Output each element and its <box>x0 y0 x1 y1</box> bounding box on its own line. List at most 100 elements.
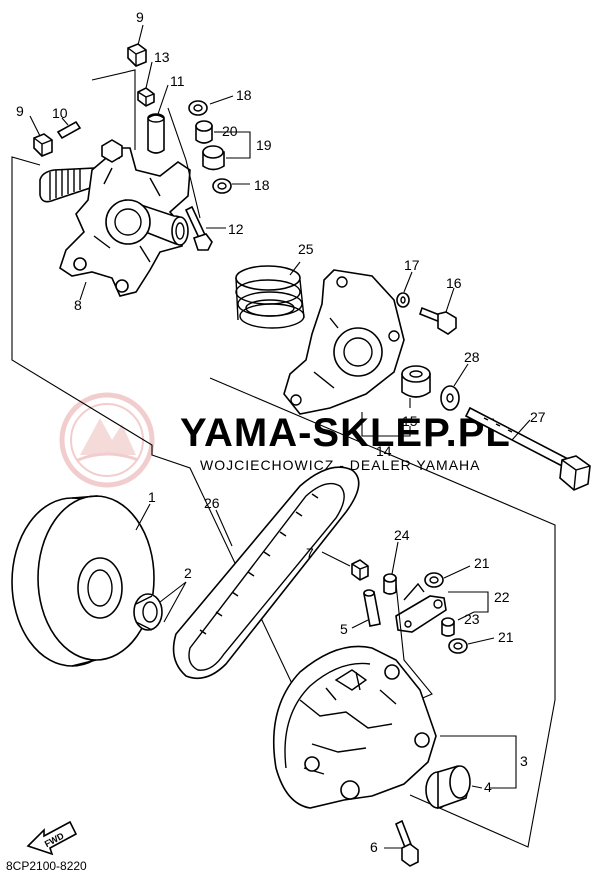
part-21-lower-collar <box>448 638 468 654</box>
part-3-clutch-housing <box>273 645 437 809</box>
leader-10 <box>61 117 69 126</box>
part-9-upper-clip <box>127 43 147 67</box>
leader-28 <box>453 363 469 387</box>
leader-7 <box>321 551 351 567</box>
leader-25 <box>289 261 301 276</box>
callout-21b: 21 <box>498 629 514 645</box>
part-17-washer <box>396 292 410 308</box>
callout-13: 13 <box>154 49 170 65</box>
callout-12: 12 <box>228 221 244 237</box>
part-18-upper-washer <box>188 100 208 116</box>
part-16-bolt <box>419 306 457 335</box>
leader-26 <box>215 509 233 547</box>
watermark: YAMA-SKLEP.PL WOJCIECHOWICZ - DEALER YAM… <box>59 392 511 488</box>
leader-12-group <box>167 107 201 219</box>
leader-4 <box>471 785 483 789</box>
leader-8 <box>79 281 87 301</box>
part-8-housing <box>39 139 191 297</box>
part-28-washer <box>440 385 460 411</box>
watermark-subtitle: WOJCIECHOWICZ - DEALER YAMAHA <box>200 457 481 473</box>
watermark-logo <box>59 392 155 488</box>
leader-21a <box>443 565 471 579</box>
part-4-bushing <box>425 765 471 810</box>
leader-16 <box>445 287 455 313</box>
part-10-pin <box>56 120 82 140</box>
leader-13 <box>145 61 153 89</box>
part-11-collar <box>147 113 165 154</box>
part-1-sheave <box>11 495 155 667</box>
leader-2 <box>159 581 187 623</box>
assembly-outline-upper <box>91 69 136 150</box>
callout-27: 27 <box>530 409 546 425</box>
leader-23 <box>457 611 475 621</box>
part-6-bolt <box>394 819 419 867</box>
diagram-code: 8CP2100-8220 <box>6 859 87 873</box>
part-25-spring <box>235 265 305 329</box>
leader-21b <box>467 637 495 645</box>
callout-11: 11 <box>170 73 185 89</box>
assembly-outline-right <box>209 377 556 848</box>
bracket-14 <box>361 412 411 437</box>
callout-7: 7 <box>306 545 314 561</box>
bracket-3 <box>440 735 517 789</box>
leader-1 <box>135 503 151 531</box>
leader-24 <box>391 541 399 575</box>
callout-20: 20 <box>222 123 238 139</box>
callout-16: 16 <box>446 275 462 291</box>
leader-27 <box>511 419 531 441</box>
part-13-nut <box>137 87 155 107</box>
callout-18a: 18 <box>236 87 252 103</box>
part-20-bushing <box>195 120 213 144</box>
callout-28: 28 <box>464 349 480 365</box>
watermark-brand: YAMA-SKLEP.PL <box>180 411 511 455</box>
leader-11 <box>157 84 169 115</box>
leader-5 <box>351 619 369 629</box>
assembly-outline-left <box>11 156 296 691</box>
callout-26: 26 <box>204 495 220 511</box>
callout-14: 14 <box>376 443 392 459</box>
part-7-nut <box>351 559 369 581</box>
callout-3: 3 <box>520 753 528 769</box>
callout-25: 25 <box>298 241 314 257</box>
part-23-pin <box>441 617 455 637</box>
callout-6: 6 <box>370 839 378 855</box>
callout-22: 22 <box>494 589 510 605</box>
callout-10: 10 <box>52 105 68 121</box>
part-2-seal <box>133 593 163 631</box>
part-19-bushing <box>202 145 225 171</box>
callout-23: 23 <box>464 611 480 627</box>
callout-17: 17 <box>404 257 420 273</box>
part-27-long-bolt <box>464 406 591 491</box>
part-21-upper-collar <box>424 572 444 588</box>
bracket-22 <box>448 591 489 613</box>
callout-4: 4 <box>484 779 492 795</box>
callout-labels: 9 13 11 18 9 10 20 19 18 12 25 17 16 8 2… <box>16 9 546 855</box>
part-5-pin <box>363 589 381 627</box>
callout-24: 24 <box>394 527 410 543</box>
callout-18b: 18 <box>254 177 270 193</box>
callout-19: 19 <box>256 137 272 153</box>
assembly-outline-lever <box>395 583 433 701</box>
part-26-belt <box>172 466 360 680</box>
leader-17 <box>403 271 413 293</box>
part-14-cover-plate <box>283 269 405 415</box>
part-9-left-clip <box>33 133 53 157</box>
callout-9b: 9 <box>16 103 24 119</box>
callout-5: 5 <box>340 621 348 637</box>
part-24-pin <box>383 573 397 595</box>
callout-1: 1 <box>148 489 156 505</box>
callout-8: 8 <box>74 297 82 313</box>
bracket-19 <box>222 131 251 159</box>
part-15-bushing <box>401 365 431 398</box>
callout-21a: 21 <box>474 555 490 571</box>
leader-9b <box>29 115 41 137</box>
leader-9a <box>137 24 144 46</box>
fwd-arrow-icon: FWD <box>26 820 78 856</box>
assembly-outline <box>11 69 556 848</box>
part-22-lever <box>395 582 447 633</box>
callout-15: 15 <box>402 413 418 429</box>
part-12-bolt <box>184 205 213 251</box>
callout-2: 2 <box>184 565 192 581</box>
part-18-lower-washer <box>212 178 232 194</box>
